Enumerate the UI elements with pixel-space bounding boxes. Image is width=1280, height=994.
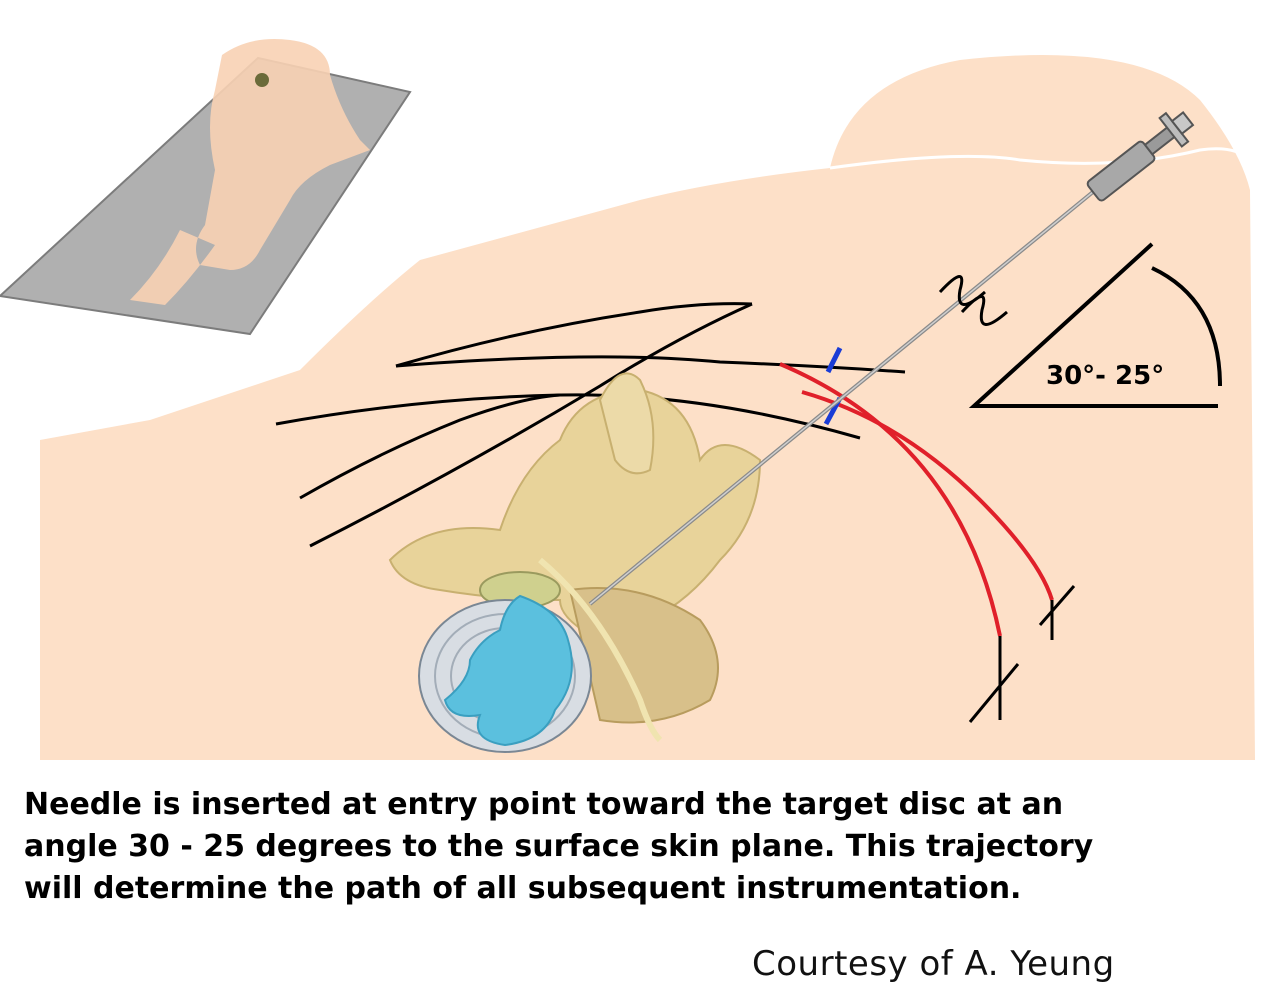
operating-table [0,56,412,336]
red-angle-curves [779,362,1054,637]
needle [588,111,1195,606]
inset-patient-body [130,39,370,305]
angle-indicator: 30°- 25° [968,242,1222,408]
vertebra-spinous-process [598,372,655,475]
angle-arc [1151,266,1222,387]
image-credit: Courtesy of A. Yeung [752,944,1115,984]
inset-entry-marker [255,73,269,87]
disc-nucleus [443,594,573,747]
angle-label: 30°- 25° [1046,361,1164,391]
tissue-plane-lines [275,302,906,548]
angle-triangle [968,242,1218,408]
inset-prone-patient [0,39,412,336]
caption-line-3: will determine the path of all subsequen… [24,871,1022,906]
skin-surface-line [829,147,1252,170]
caption-line-2: angle 30 - 25 degrees to the surface ski… [24,829,1094,864]
intervertebral-disc [418,594,592,753]
needle-break-symbol [938,275,1008,326]
red-curve-ticks [968,585,1076,723]
nerve-root [538,557,663,743]
caption-line-1: Needle is inserted at entry point toward… [24,787,1064,822]
caption-text: Needle is inserted at entry point toward… [24,784,1264,910]
vertebra [388,372,762,743]
